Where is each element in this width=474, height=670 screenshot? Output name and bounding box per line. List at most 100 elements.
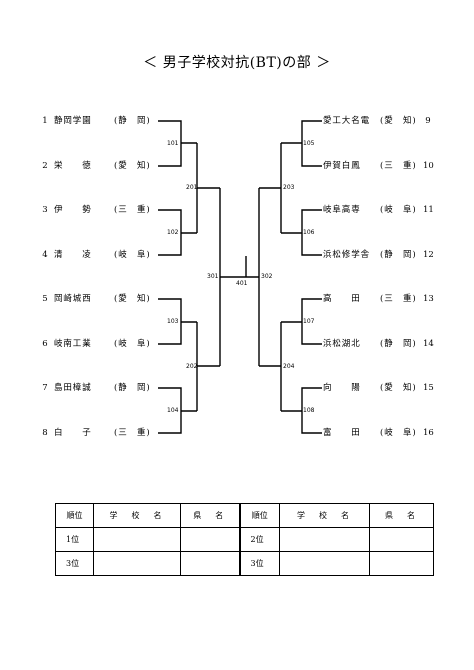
team-number: 7 (42, 383, 48, 393)
team-prefecture: (三 重) (114, 205, 151, 215)
team-name: 白 子 (54, 428, 92, 438)
bracket-line-104 (158, 387, 197, 434)
team-name: 岡崎城西 (54, 294, 92, 304)
team-number: 1 (42, 116, 48, 126)
team-name: 伊 勢 (54, 205, 92, 215)
match-number-203: 203 (283, 184, 295, 191)
team-name: 岐南工業 (54, 339, 92, 349)
team-number: 3 (42, 205, 48, 215)
match-number-102: 102 (167, 229, 179, 236)
match-number-302: 302 (261, 273, 273, 280)
bracket-line-106 (281, 209, 322, 256)
school-cell[interactable] (93, 527, 181, 552)
match-number-301: 301 (207, 273, 219, 280)
match-number-107: 107 (303, 318, 315, 325)
bracket-line-102 (158, 209, 197, 256)
team-prefecture: (岐 阜) (380, 205, 417, 215)
bracket-line-204 (259, 322, 282, 411)
header-rank: 順位 (55, 503, 94, 528)
team-prefecture: (静 岡) (114, 383, 151, 393)
team-name: 高 田 (323, 294, 361, 304)
tournament-bracket (158, 120, 322, 434)
match-number-401: 401 (236, 280, 248, 287)
team-prefecture: (岐 阜) (380, 428, 417, 438)
match-number-204: 204 (283, 363, 295, 370)
bracket-line-101 (158, 120, 197, 167)
school-cell[interactable] (279, 551, 370, 576)
team-prefecture: (三 重) (380, 294, 417, 304)
bracket-line-301 (219, 188, 238, 366)
team-name: 静岡学園 (54, 116, 92, 126)
team-prefecture: (愛 知) (380, 116, 417, 126)
team-number: 6 (42, 339, 48, 349)
bracket-line-302 (254, 188, 260, 366)
team-name: 浜松湖北 (323, 339, 361, 349)
bracket-line-108 (281, 387, 322, 434)
bracket-line-202 (196, 322, 220, 411)
team-number: 4 (42, 250, 48, 260)
team-prefecture: (静 岡) (114, 116, 151, 126)
team-name: 愛工大名電 (323, 116, 371, 126)
team-prefecture: (愛 知) (380, 383, 417, 393)
page-title: ＜ 男子学校対抗(BT)の部 ＞ (143, 55, 331, 71)
team-number: 9 (425, 116, 431, 126)
team-name: 浜松修学舎 (323, 250, 371, 260)
bracket-line-201 (196, 143, 220, 233)
team-number: 8 (42, 428, 48, 438)
header-rank: 順位 (238, 503, 280, 528)
team-number: 13 (423, 294, 434, 304)
match-number-104: 104 (167, 407, 179, 414)
team-number: 16 (423, 428, 434, 438)
team-prefecture: (静 岡) (380, 250, 417, 260)
bracket-line-107 (281, 298, 322, 345)
team-number: 2 (42, 161, 48, 171)
team-name: 伊賀白鳳 (323, 161, 361, 171)
school-cell[interactable] (93, 551, 181, 576)
bracket-line-401 (238, 256, 254, 278)
match-number-101: 101 (167, 140, 179, 147)
team-number: 14 (423, 339, 434, 349)
rank-cell: 3位 (238, 551, 280, 576)
rank-cell: 2位 (238, 527, 280, 552)
bracket-line-103 (158, 298, 197, 345)
match-number-108: 108 (303, 407, 315, 414)
team-prefecture: (岐 阜) (114, 250, 151, 260)
team-number: 11 (423, 205, 434, 215)
school-cell[interactable] (279, 527, 370, 552)
table-header-row: 順位 学 校 名 県 名 順位 学 校 名 県 名 (55, 503, 434, 528)
bracket-line-203 (259, 143, 282, 233)
prefecture-cell[interactable] (180, 551, 240, 576)
team-prefecture: (岐 阜) (114, 339, 151, 349)
prefecture-cell[interactable] (180, 527, 240, 552)
match-number-103: 103 (167, 318, 179, 325)
team-name: 向 陽 (323, 383, 361, 393)
match-number-202: 202 (186, 363, 198, 370)
table-row: 1位 2位 (55, 527, 434, 552)
match-number-106: 106 (303, 229, 315, 236)
match-number-201: 201 (186, 184, 198, 191)
prefecture-cell[interactable] (369, 527, 434, 552)
header-school: 学 校 名 (279, 503, 370, 528)
team-number: 12 (423, 250, 434, 260)
team-prefecture: (三 重) (114, 428, 151, 438)
header-school: 学 校 名 (93, 503, 181, 528)
rank-cell: 1位 (55, 527, 94, 552)
team-number: 10 (423, 161, 434, 171)
bracket-line-105 (281, 120, 322, 167)
table-row: 3位 3位 (55, 551, 434, 576)
header-prefecture: 県 名 (180, 503, 240, 528)
team-name: 清 凌 (54, 250, 92, 260)
rank-cell: 3位 (55, 551, 94, 576)
team-number: 5 (42, 294, 48, 304)
team-name: 富 田 (323, 428, 361, 438)
match-number-105: 105 (303, 140, 315, 147)
team-prefecture: (愛 知) (114, 161, 151, 171)
team-name: 岐阜高専 (323, 205, 361, 215)
team-prefecture: (三 重) (380, 161, 417, 171)
prefecture-cell[interactable] (369, 551, 434, 576)
results-table: 順位 学 校 名 県 名 順位 学 校 名 県 名 1位 2位 3位 3位 (55, 503, 434, 576)
team-number: 15 (423, 383, 434, 393)
team-name: 島田樟誠 (54, 383, 92, 393)
header-prefecture: 県 名 (369, 503, 434, 528)
team-prefecture: (愛 知) (114, 294, 151, 304)
